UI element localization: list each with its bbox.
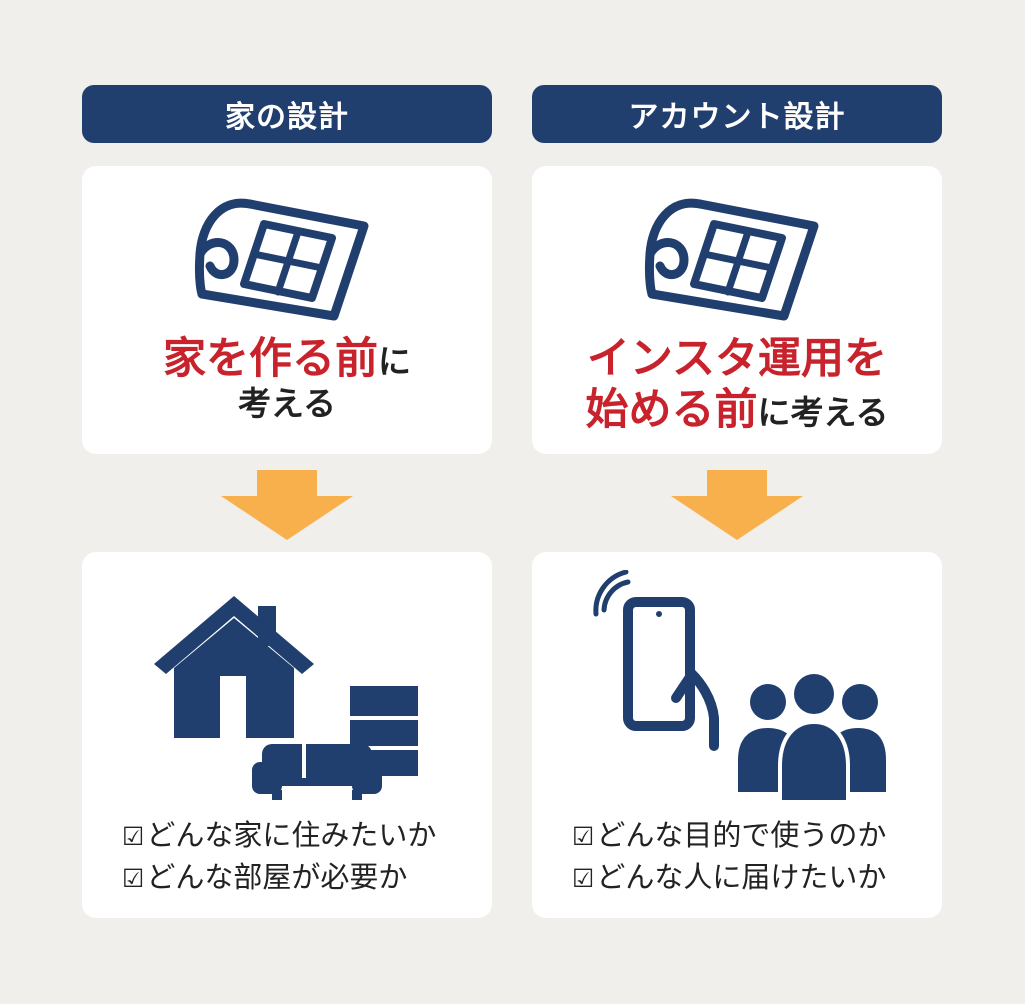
headline-account-red-1: インスタ運用を [586,334,888,384]
headline-house: 家を作る前に 考える [82,334,492,424]
blueprint-icon [194,198,369,321]
headline-house-dark-2: 考える [237,383,336,423]
checkbox-icon: ☑ [572,822,595,851]
headline-house-red: 家を作る前 [163,334,378,384]
headline-account-red-2: 始める前 [585,384,758,435]
check-item: ☑どんな部屋が必要か [122,860,408,895]
checkbox-icon: ☑ [122,864,145,894]
arrow-down-icon [671,470,803,540]
headline-account: インスタ運用を 始める前に考える [532,334,942,435]
card-house-before: 家を作る前に 考える [82,166,492,454]
blueprint-icon [644,198,819,321]
checklist-account: ☑どんな目的で使うのか ☑どんな人に届けたいか [572,814,886,898]
card-account-before: インスタ運用を 始める前に考える [532,166,942,454]
check-item: ☑どんな目的で使うのか [572,818,887,852]
card-house-checklist: ☑どんな家に住みたいか ☑どんな部屋が必要か [82,552,492,918]
checkbox-icon: ☑ [122,822,145,851]
headline-house-dark-1: に [378,342,411,381]
smartphone-people-icon [593,570,886,804]
header-house-design: 家の設計 [82,85,492,143]
checkbox-icon: ☑ [572,864,595,894]
card-account-checklist: ☑どんな目的で使うのか ☑どんな人に届けたいか [532,552,942,918]
check-item: ☑どんな人に届けたいか [572,860,887,895]
checklist-house: ☑どんな家に住みたいか ☑どんな部屋が必要か [122,814,436,898]
header-account-design: アカウント設計 [532,85,942,143]
arrow-down-icon [221,470,353,540]
check-item: ☑どんな家に住みたいか [122,818,437,852]
house-furniture-icon [154,596,418,800]
headline-account-dark: に考える [757,392,889,432]
